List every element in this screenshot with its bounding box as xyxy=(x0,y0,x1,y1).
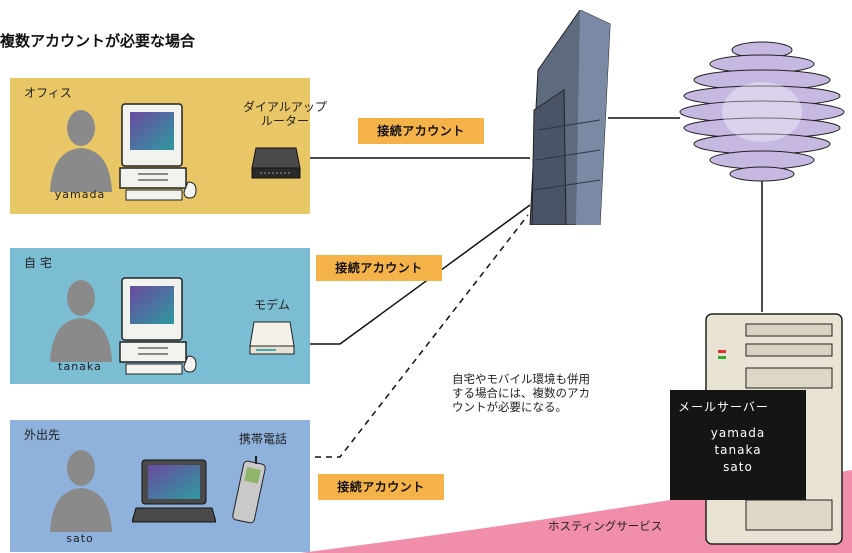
mail-server-users: yamada tanaka sato xyxy=(670,425,806,476)
router-icon xyxy=(251,147,301,179)
internet-globe-icon xyxy=(679,41,845,182)
person-icon xyxy=(50,450,112,532)
mail-user: yamada xyxy=(710,426,766,440)
home-username: tanaka xyxy=(58,360,102,373)
router-label: ダイアルアップ ルーター xyxy=(243,100,327,128)
desktop-pc-icon xyxy=(119,277,197,375)
mail-server-panel: メールサーバー yamada tanaka sato xyxy=(670,390,806,500)
hosting-service-label: ホスティングサービス xyxy=(548,519,663,533)
home-panel: 自 宅 tanaka モデム xyxy=(10,248,310,384)
office-label: オフィス xyxy=(24,86,72,100)
person-icon xyxy=(50,280,112,362)
account-tag-office: 接続アカウント xyxy=(358,118,484,144)
mobile-phone-icon xyxy=(232,456,266,524)
note-text: 自宅やモバイル環境も併用 する場合には、複数のアカ ウントが必要になる。 xyxy=(452,372,590,414)
account-tag-mobile: 接続アカウント xyxy=(318,474,444,500)
modem-label: モデム xyxy=(254,298,290,312)
office-panel: オフィス yamada ダイアルアップ ルーター xyxy=(10,78,327,214)
mail-user: sato xyxy=(723,460,753,474)
person-icon xyxy=(50,110,112,192)
mail-server-title: メールサーバー xyxy=(678,400,769,414)
mail-user: tanaka xyxy=(714,443,762,457)
desktop-pc-icon xyxy=(119,103,197,201)
isp-building-icon xyxy=(529,10,611,225)
mobile-label: 外出先 xyxy=(24,428,61,442)
home-label: 自 宅 xyxy=(24,256,52,270)
account-tag-home: 接続アカウント xyxy=(316,255,442,281)
phone-label: 携帯電話 xyxy=(238,432,287,446)
diagram-title: 複数アカウントが必要な場合 xyxy=(0,32,196,50)
mobile-username: sato xyxy=(66,532,94,545)
office-username: yamada xyxy=(54,188,106,201)
modem-icon xyxy=(249,321,295,355)
mobile-panel: 外出先 sato 携帯電話 xyxy=(10,420,310,552)
laptop-icon xyxy=(132,459,216,523)
